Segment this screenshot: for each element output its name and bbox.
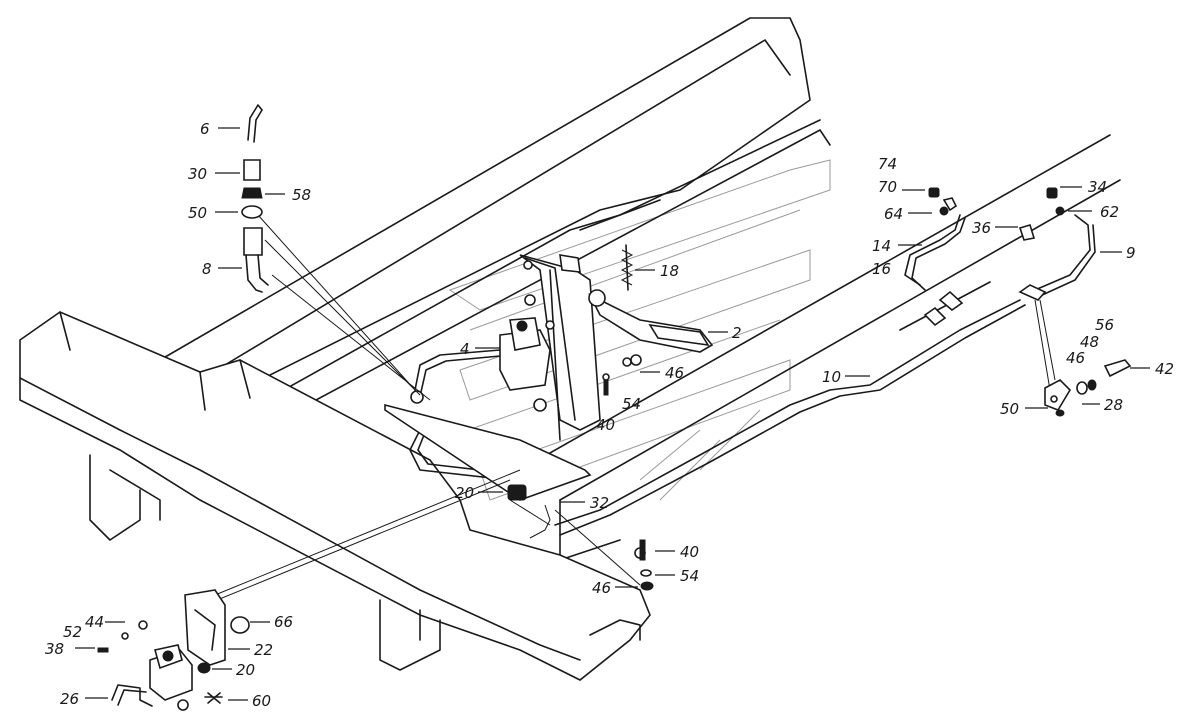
- callout-9: 9: [1126, 244, 1136, 262]
- callout-74: 74: [878, 155, 897, 173]
- cross-member: [19, 311, 651, 681]
- callout-26: 26: [60, 690, 79, 708]
- callout-38: 38: [45, 640, 64, 658]
- callout-14: 14: [872, 237, 891, 255]
- callout-46c: 46: [1066, 349, 1085, 367]
- lower-left-parts: [97, 589, 250, 711]
- callout-70: 70: [878, 178, 897, 196]
- callout-46: 46: [665, 364, 684, 382]
- callout-64: 64: [884, 205, 903, 223]
- callout-50: 50: [188, 204, 207, 222]
- callout-50b: 50: [1000, 400, 1019, 418]
- callout-62: 62: [1100, 203, 1119, 221]
- callout-16: 16: [872, 260, 891, 278]
- callout-6: 6: [200, 120, 210, 138]
- callout-52: 52: [63, 623, 82, 641]
- callout-18: 18: [660, 262, 679, 280]
- callout-46b: 46: [592, 579, 611, 597]
- callout-20b: 20: [236, 661, 255, 679]
- callout-32: 32: [590, 494, 609, 512]
- callout-40: 40: [596, 416, 615, 434]
- callout-54: 54: [622, 395, 641, 413]
- callout-30: 30: [188, 165, 207, 183]
- callout-42: 42: [1155, 360, 1174, 378]
- pipe-assembly: [409, 214, 1096, 536]
- callout-44: 44: [85, 613, 104, 631]
- right-fittings: [634, 187, 1132, 591]
- callout-66: 66: [274, 613, 293, 631]
- callout-4: 4: [460, 340, 470, 358]
- callout-8: 8: [202, 260, 212, 278]
- callout-56: 56: [1095, 316, 1114, 334]
- leader-rays: [204, 214, 1056, 606]
- callout-36: 36: [972, 219, 991, 237]
- callout-20: 20: [455, 484, 474, 502]
- callout-60: 60: [252, 692, 271, 710]
- left-fittings: [241, 104, 269, 293]
- callout-58: 58: [292, 186, 311, 204]
- callout-54b: 54: [680, 567, 699, 585]
- callout-10: 10: [822, 368, 841, 386]
- callout-leaders: [75, 127, 1150, 701]
- callout-28: 28: [1104, 396, 1123, 414]
- pedal-assembly: [384, 244, 714, 501]
- callout-labels: 6 30 58 50 8 18 2 4 46 54 40 10 20 32 40…: [45, 120, 1174, 710]
- callout-40b: 40: [680, 543, 699, 561]
- callout-2: 2: [732, 324, 742, 342]
- callout-34: 34: [1088, 178, 1107, 196]
- callout-22: 22: [254, 641, 273, 659]
- callout-48: 48: [1080, 333, 1099, 351]
